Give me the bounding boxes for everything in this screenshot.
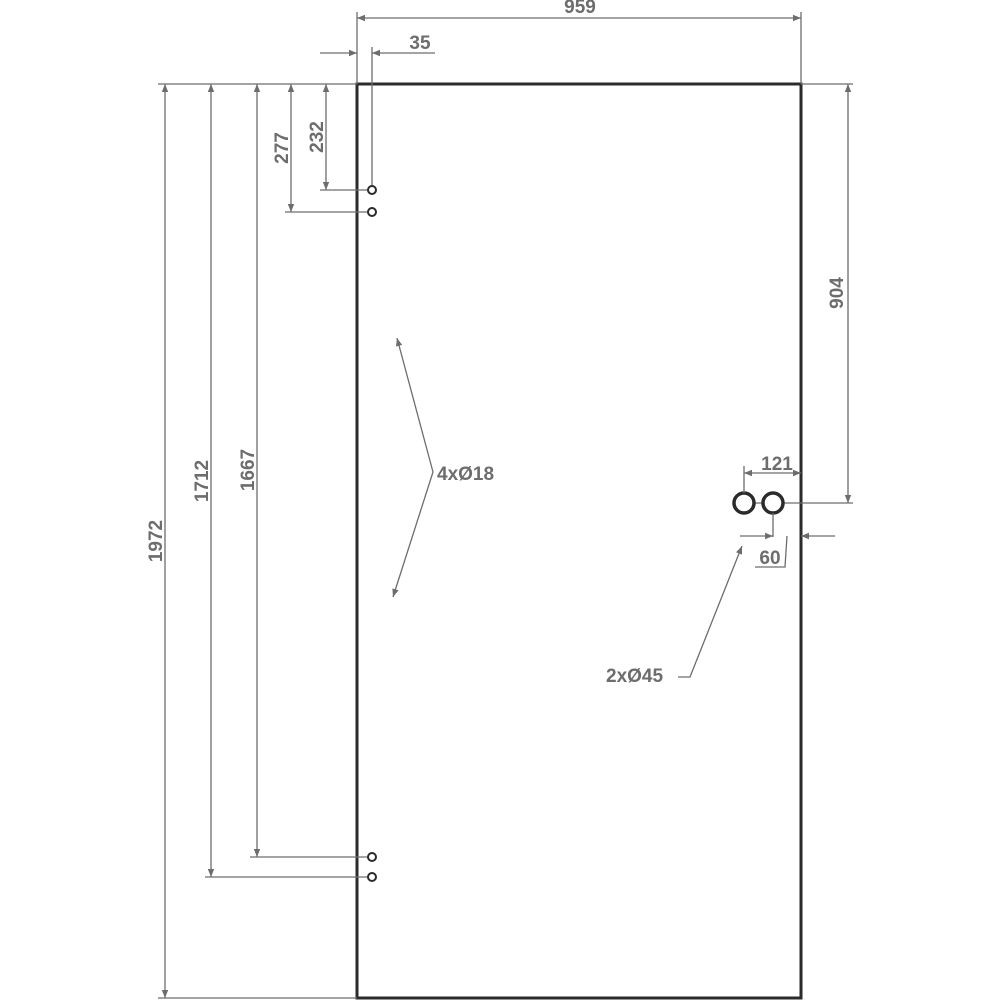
edge-offset-dimension: 35 <box>320 33 435 186</box>
hinge-hole <box>367 872 377 882</box>
width-label: 959 <box>564 0 596 18</box>
handle-hole <box>732 491 756 515</box>
svg-text:1712: 1712 <box>192 460 213 502</box>
dim-1972: 1972 <box>146 84 169 998</box>
width-dimension: 959 <box>356 0 802 84</box>
svg-text:4xØ18: 4xØ18 <box>437 464 494 485</box>
svg-text:60: 60 <box>759 548 780 569</box>
svg-text:1667: 1667 <box>238 449 259 491</box>
hinge-hole <box>367 852 377 862</box>
hinge-hole <box>367 185 377 195</box>
svg-text:121: 121 <box>761 454 793 475</box>
dim-121: 121 <box>743 454 801 493</box>
hinge-hole <box>367 207 377 217</box>
dim-277: 277 <box>272 84 295 212</box>
handle-hole <box>761 491 785 515</box>
dim-1712: 1712 <box>192 84 215 877</box>
svg-text:232: 232 <box>307 121 328 153</box>
dim-1667: 1667 <box>238 84 261 857</box>
svg-text:2xØ45: 2xØ45 <box>606 666 663 687</box>
large-holes-callout: 2xØ45 <box>606 545 743 687</box>
svg-text:1972: 1972 <box>146 520 167 562</box>
dim-232: 232 <box>307 84 330 190</box>
door-outline <box>355 82 803 1000</box>
small-holes-callout: 4xØ18 <box>392 337 494 598</box>
svg-text:904: 904 <box>827 277 848 309</box>
dim-60: 60 <box>740 513 835 569</box>
edge-offset-label: 35 <box>409 33 431 54</box>
svg-text:277: 277 <box>272 132 293 164</box>
dim-904: 904 <box>748 83 853 504</box>
